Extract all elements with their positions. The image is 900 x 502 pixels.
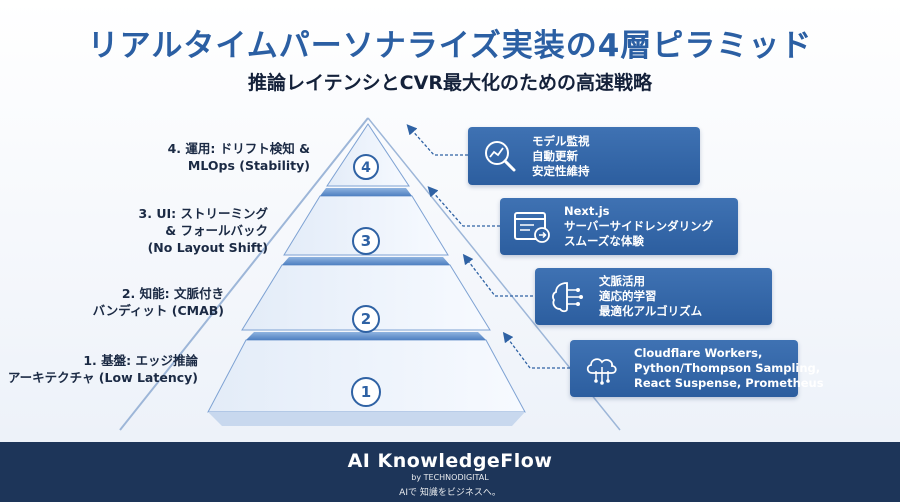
brand-name: AI KnowledgeFlow (347, 450, 553, 472)
layer-label-4: 4. 運用: ドリフト検知 & MLOps (Stability) (167, 141, 310, 173)
svg-text:1: 1 (361, 383, 371, 401)
pyramid-layer-1 (207, 332, 526, 426)
info-line: 最適化アルゴリズム (599, 304, 703, 318)
info-line: 適応的学習 (599, 289, 657, 303)
info-box-layer-3: Next.js サーバーサイドレンダリング スムーズな体験 (500, 198, 738, 255)
pyramid-diagram: 4 3 2 1 (119, 117, 621, 431)
info-line: スムーズな体験 (564, 234, 644, 248)
layer-number-1: 1 (351, 377, 381, 407)
info-line: 安定性維持 (532, 163, 590, 178)
pyramid-layer-3 (283, 188, 449, 256)
info-line: 文脈活用 (599, 274, 645, 288)
brand-by: by TECHNODIGITAL (411, 473, 489, 482)
page-subtitle: 推論レイテンシとCVR最大化のための高速戦略 (248, 72, 652, 94)
info-line: Cloudflare Workers, (634, 346, 763, 360)
layer-label-2: 2. 知能: 文脈付き バンディット (CMAB) (92, 286, 224, 318)
info-line: Python/Thompson Sampling, (634, 361, 821, 375)
info-box-layer-1: Cloudflare Workers, Python/Thompson Samp… (570, 340, 824, 397)
brand-tagline: AIで 知識をビジネスへ。 (399, 488, 501, 498)
info-line: Next.js (564, 204, 610, 218)
monitor-chart-icon (485, 141, 516, 172)
layer-number-3: 3 (352, 227, 380, 255)
info-line: React Suspense, Prometheus (634, 376, 824, 390)
cloud-upload-icon (586, 357, 617, 385)
info-line: モデル監視 (532, 133, 590, 148)
browser-window-icon (514, 211, 550, 243)
svg-text:4: 4 (361, 160, 371, 176)
connector-arrows (406, 124, 570, 369)
layer-label-1: 1. 基盤: エッジ推論 アーキテクチャ (Low Latency) (7, 353, 198, 385)
pyramid-layer-2 (241, 257, 491, 331)
info-box-layer-4: モデル監視 自動更新 安定性維持 (468, 127, 700, 185)
info-box-layer-2: 文脈活用 適応的学習 最適化アルゴリズム (535, 268, 772, 325)
info-line: 自動更新 (532, 148, 578, 163)
svg-text:2: 2 (361, 310, 371, 328)
brain-circuit-icon (552, 281, 583, 312)
page-title: リアルタイムパーソナライズ実装の4層ピラミッド (87, 28, 813, 64)
layer-number-2: 2 (352, 305, 380, 333)
layer-label-3: 3. UI: ストリーミング & フォールバック (No Layout Shif… (138, 206, 268, 255)
pyramid-edge-left (119, 117, 369, 431)
info-line: サーバーサイドレンダリング (564, 219, 714, 233)
svg-text:3: 3 (361, 232, 371, 250)
footer-bar: AI KnowledgeFlow by TECHNODIGITAL AIで 知識… (0, 442, 900, 502)
layer-number-4: 4 (353, 154, 379, 180)
